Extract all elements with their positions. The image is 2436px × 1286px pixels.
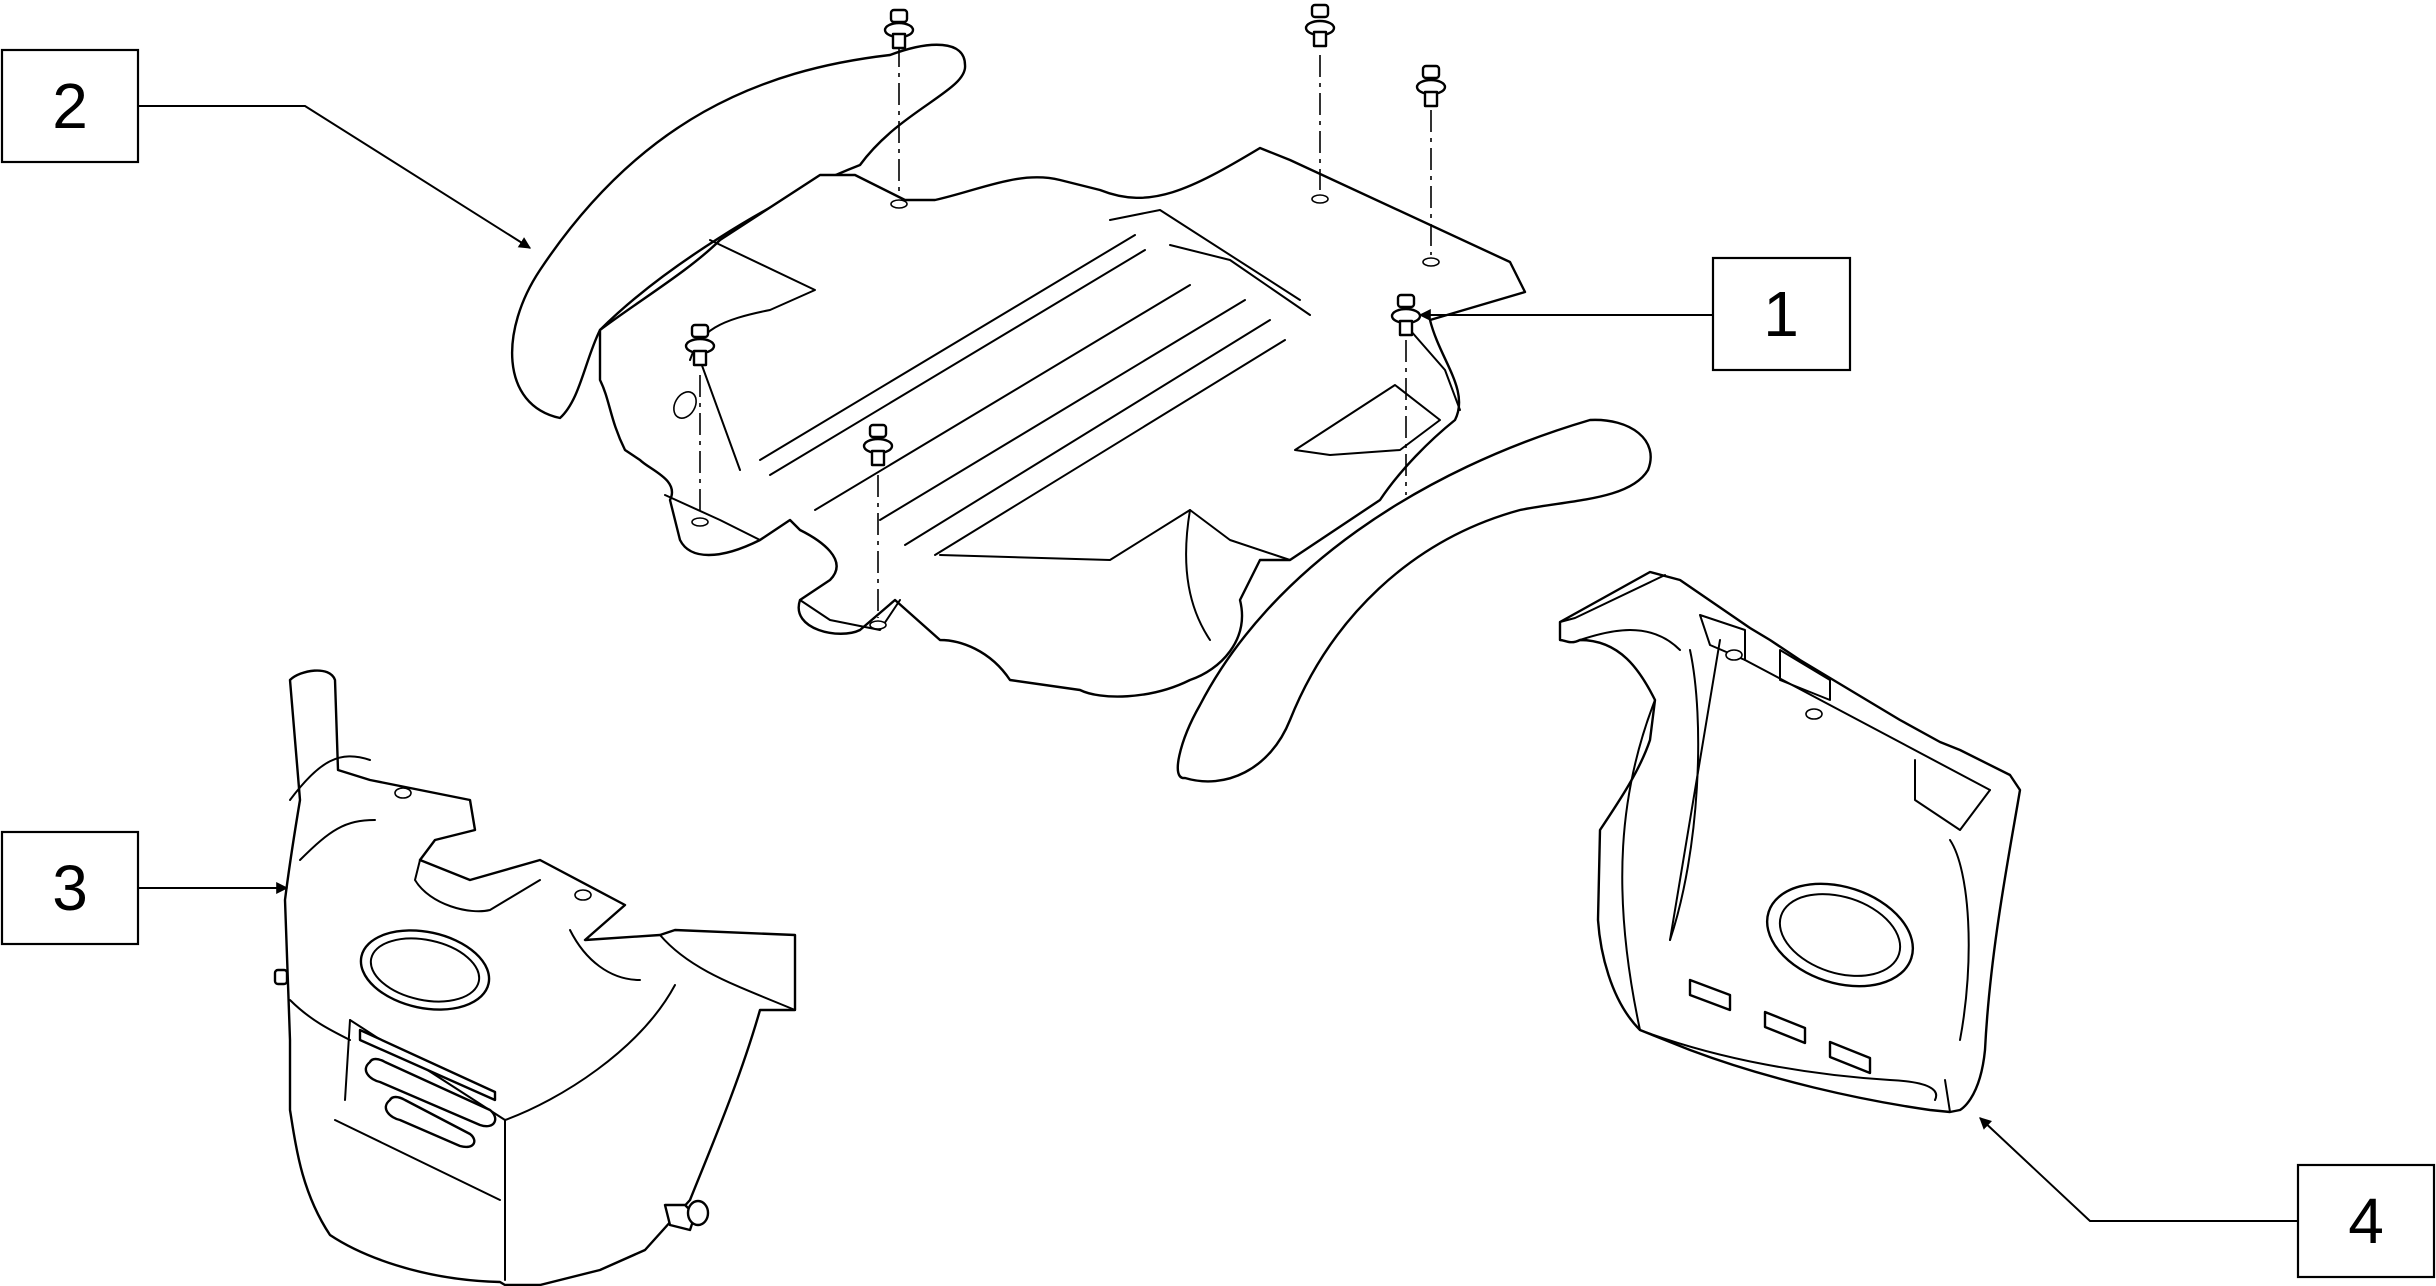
part-1-fasteners <box>684 3 1447 618</box>
callout-4-box <box>2296 1163 2436 1279</box>
callout-1-box <box>1711 256 1852 372</box>
part-4-right-side-cover <box>1558 570 2022 1114</box>
left-fender-arch <box>510 43 967 420</box>
left-cover-body <box>283 669 797 1286</box>
fastener-b <box>1304 3 1336 190</box>
callout-3-label: 3 <box>52 852 88 924</box>
fastener-a <box>883 8 915 195</box>
callout-3: 3 <box>0 830 289 946</box>
callout-2-label: 2 <box>52 70 88 142</box>
callout-1: 1 <box>1418 256 1852 372</box>
callout-1-label: 1 <box>1763 278 1799 350</box>
callout-2: 2 <box>0 48 532 249</box>
part-2-rear-shroud <box>510 43 1652 783</box>
callout-4: 4 <box>1979 1117 2436 1279</box>
fastener-f <box>1390 293 1422 495</box>
shroud-body <box>598 146 1527 698</box>
fastener-d <box>684 323 716 515</box>
callout-4-label: 4 <box>2348 1185 2384 1257</box>
fastener-e <box>862 423 894 618</box>
part-3-left-side-cover <box>273 669 797 1286</box>
callout-4-leader <box>1979 1117 2298 1222</box>
callout-2-leader <box>138 105 532 249</box>
fastener-c <box>1415 64 1447 255</box>
right-cover-body <box>1558 570 2022 1114</box>
right-fender-arch <box>1176 418 1652 783</box>
